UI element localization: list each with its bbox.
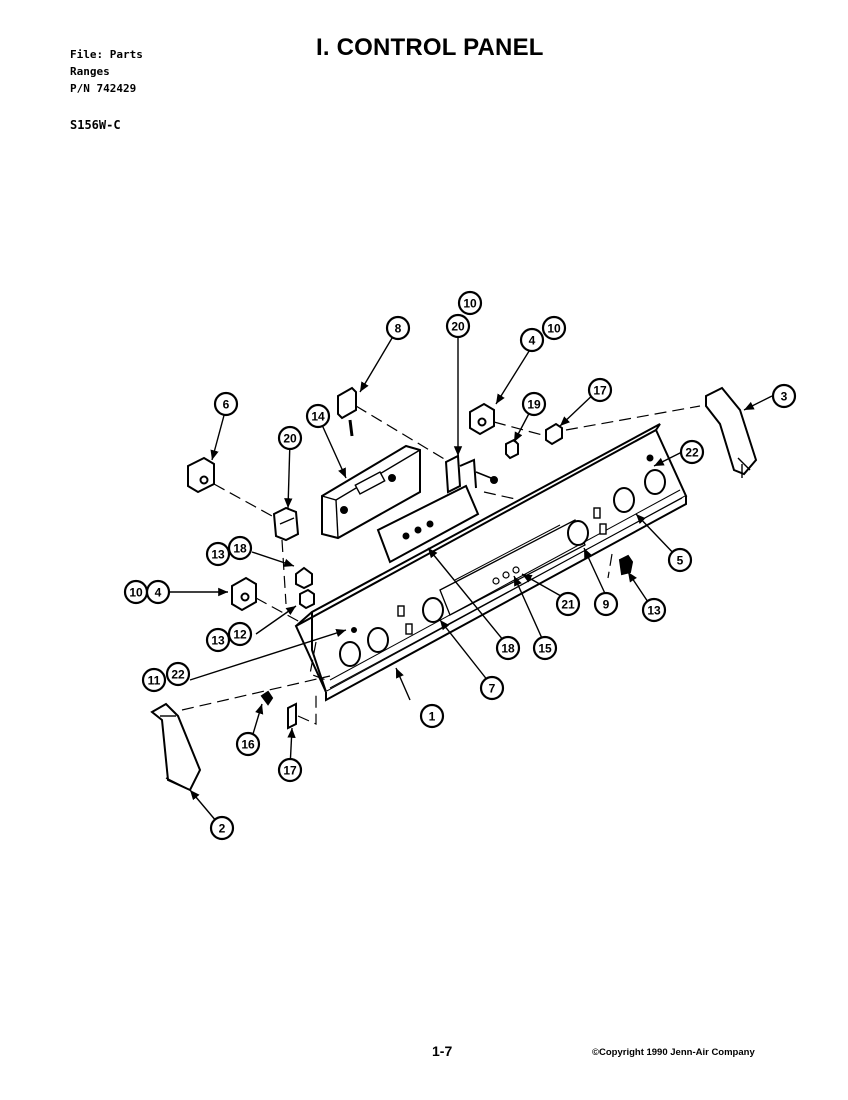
display-overlay <box>376 484 480 564</box>
svg-text:16: 16 <box>241 738 255 752</box>
callout-10-right: 10 <box>541 315 567 341</box>
callout-4-right: 4 <box>519 327 545 353</box>
part-number-line: P/N 742429 <box>70 82 137 95</box>
switch-6 <box>187 456 215 494</box>
callout-9: 9 <box>593 591 619 617</box>
svg-text:8: 8 <box>395 322 402 336</box>
callout-11: 11 <box>141 667 167 693</box>
callout-5: 5 <box>667 547 693 573</box>
control-panel-backguard <box>294 423 688 702</box>
svg-text:18: 18 <box>501 642 515 656</box>
left-end-cap <box>150 702 202 792</box>
svg-text:12: 12 <box>233 628 247 642</box>
callout-20-left: 20 <box>277 425 303 451</box>
svg-text:20: 20 <box>283 432 297 446</box>
callout-8: 8 <box>385 315 411 341</box>
svg-text:3: 3 <box>781 390 788 404</box>
svg-text:15: 15 <box>538 642 552 656</box>
callout-16: 16 <box>235 731 261 757</box>
svg-text:7: 7 <box>489 682 496 696</box>
callout-22-right: 22 <box>679 439 705 465</box>
svg-text:13: 13 <box>647 604 661 618</box>
callout-20-top: 20 <box>445 313 471 339</box>
callout-6: 6 <box>213 391 239 417</box>
leader-lines <box>170 327 773 829</box>
svg-text:22: 22 <box>685 446 699 460</box>
bracket-20-left <box>272 506 300 542</box>
page-number: 1-7 <box>432 1043 453 1059</box>
callout-1: 1 <box>419 703 445 729</box>
callouts: 1 2 3 4 10 5 6 7 8 9 10 20 10 4 11 22 13… <box>123 290 797 841</box>
svg-text:19: 19 <box>527 398 541 412</box>
timer-module <box>321 444 421 540</box>
svg-text:4: 4 <box>529 334 536 348</box>
callout-10-top: 10 <box>457 290 483 316</box>
callout-21: 21 <box>555 591 581 617</box>
callout-12: 12 <box>227 621 253 647</box>
switch-4-left <box>231 576 257 612</box>
svg-text:5: 5 <box>677 554 684 568</box>
svg-text:6: 6 <box>223 398 230 412</box>
callout-4-left: 4 <box>145 579 171 605</box>
bracket-8 <box>337 386 357 437</box>
svg-text:18: 18 <box>233 542 247 556</box>
svg-text:10: 10 <box>547 322 561 336</box>
svg-text:13: 13 <box>211 634 225 648</box>
svg-text:2: 2 <box>219 822 226 836</box>
svg-text:1: 1 <box>429 710 436 724</box>
switch-4-right <box>469 402 495 436</box>
callout-13-right: 13 <box>641 597 667 623</box>
file-line: File: Parts <box>70 48 143 61</box>
svg-text:17: 17 <box>283 764 297 778</box>
svg-text:9: 9 <box>603 598 610 612</box>
callout-13-mid: 13 <box>205 627 231 653</box>
svg-text:11: 11 <box>148 674 161 688</box>
copyright-notice: ©Copyright 1990 Jenn-Air Company <box>592 1047 755 1058</box>
category-line: Ranges <box>70 65 110 78</box>
callout-7: 7 <box>479 675 505 701</box>
panel-knob-openings <box>339 454 666 667</box>
bracket-20-right <box>444 454 498 494</box>
callout-14: 14 <box>305 403 331 429</box>
svg-text:21: 21 <box>561 598 575 612</box>
callout-18-left: 18 <box>227 535 253 561</box>
callout-18-bottom: 18 <box>495 635 521 661</box>
model-number: S156W-C <box>70 118 121 132</box>
callout-2: 2 <box>209 815 235 841</box>
svg-text:4: 4 <box>155 586 162 600</box>
svg-text:20: 20 <box>451 320 465 334</box>
file-info-block: File: Parts Ranges P/N 742429 <box>70 46 143 97</box>
callout-17-bottom: 17 <box>277 757 303 783</box>
assembly-lines <box>181 405 701 725</box>
svg-text:10: 10 <box>463 297 477 311</box>
callout-17-top: 17 <box>587 377 613 403</box>
callout-19: 19 <box>521 391 547 417</box>
svg-text:14: 14 <box>311 410 325 424</box>
svg-text:22: 22 <box>171 668 185 682</box>
page-title: I. CONTROL PANEL <box>316 34 544 61</box>
callout-15: 15 <box>532 635 558 661</box>
callout-3: 3 <box>771 383 797 409</box>
small-parts <box>260 422 634 730</box>
callout-22-left: 22 <box>165 661 191 687</box>
svg-text:17: 17 <box>593 384 607 398</box>
callout-13-top: 13 <box>205 541 231 567</box>
svg-text:13: 13 <box>211 548 225 562</box>
svg-text:10: 10 <box>129 586 143 600</box>
callout-10-left: 10 <box>123 579 149 605</box>
right-end-cap <box>705 386 758 478</box>
